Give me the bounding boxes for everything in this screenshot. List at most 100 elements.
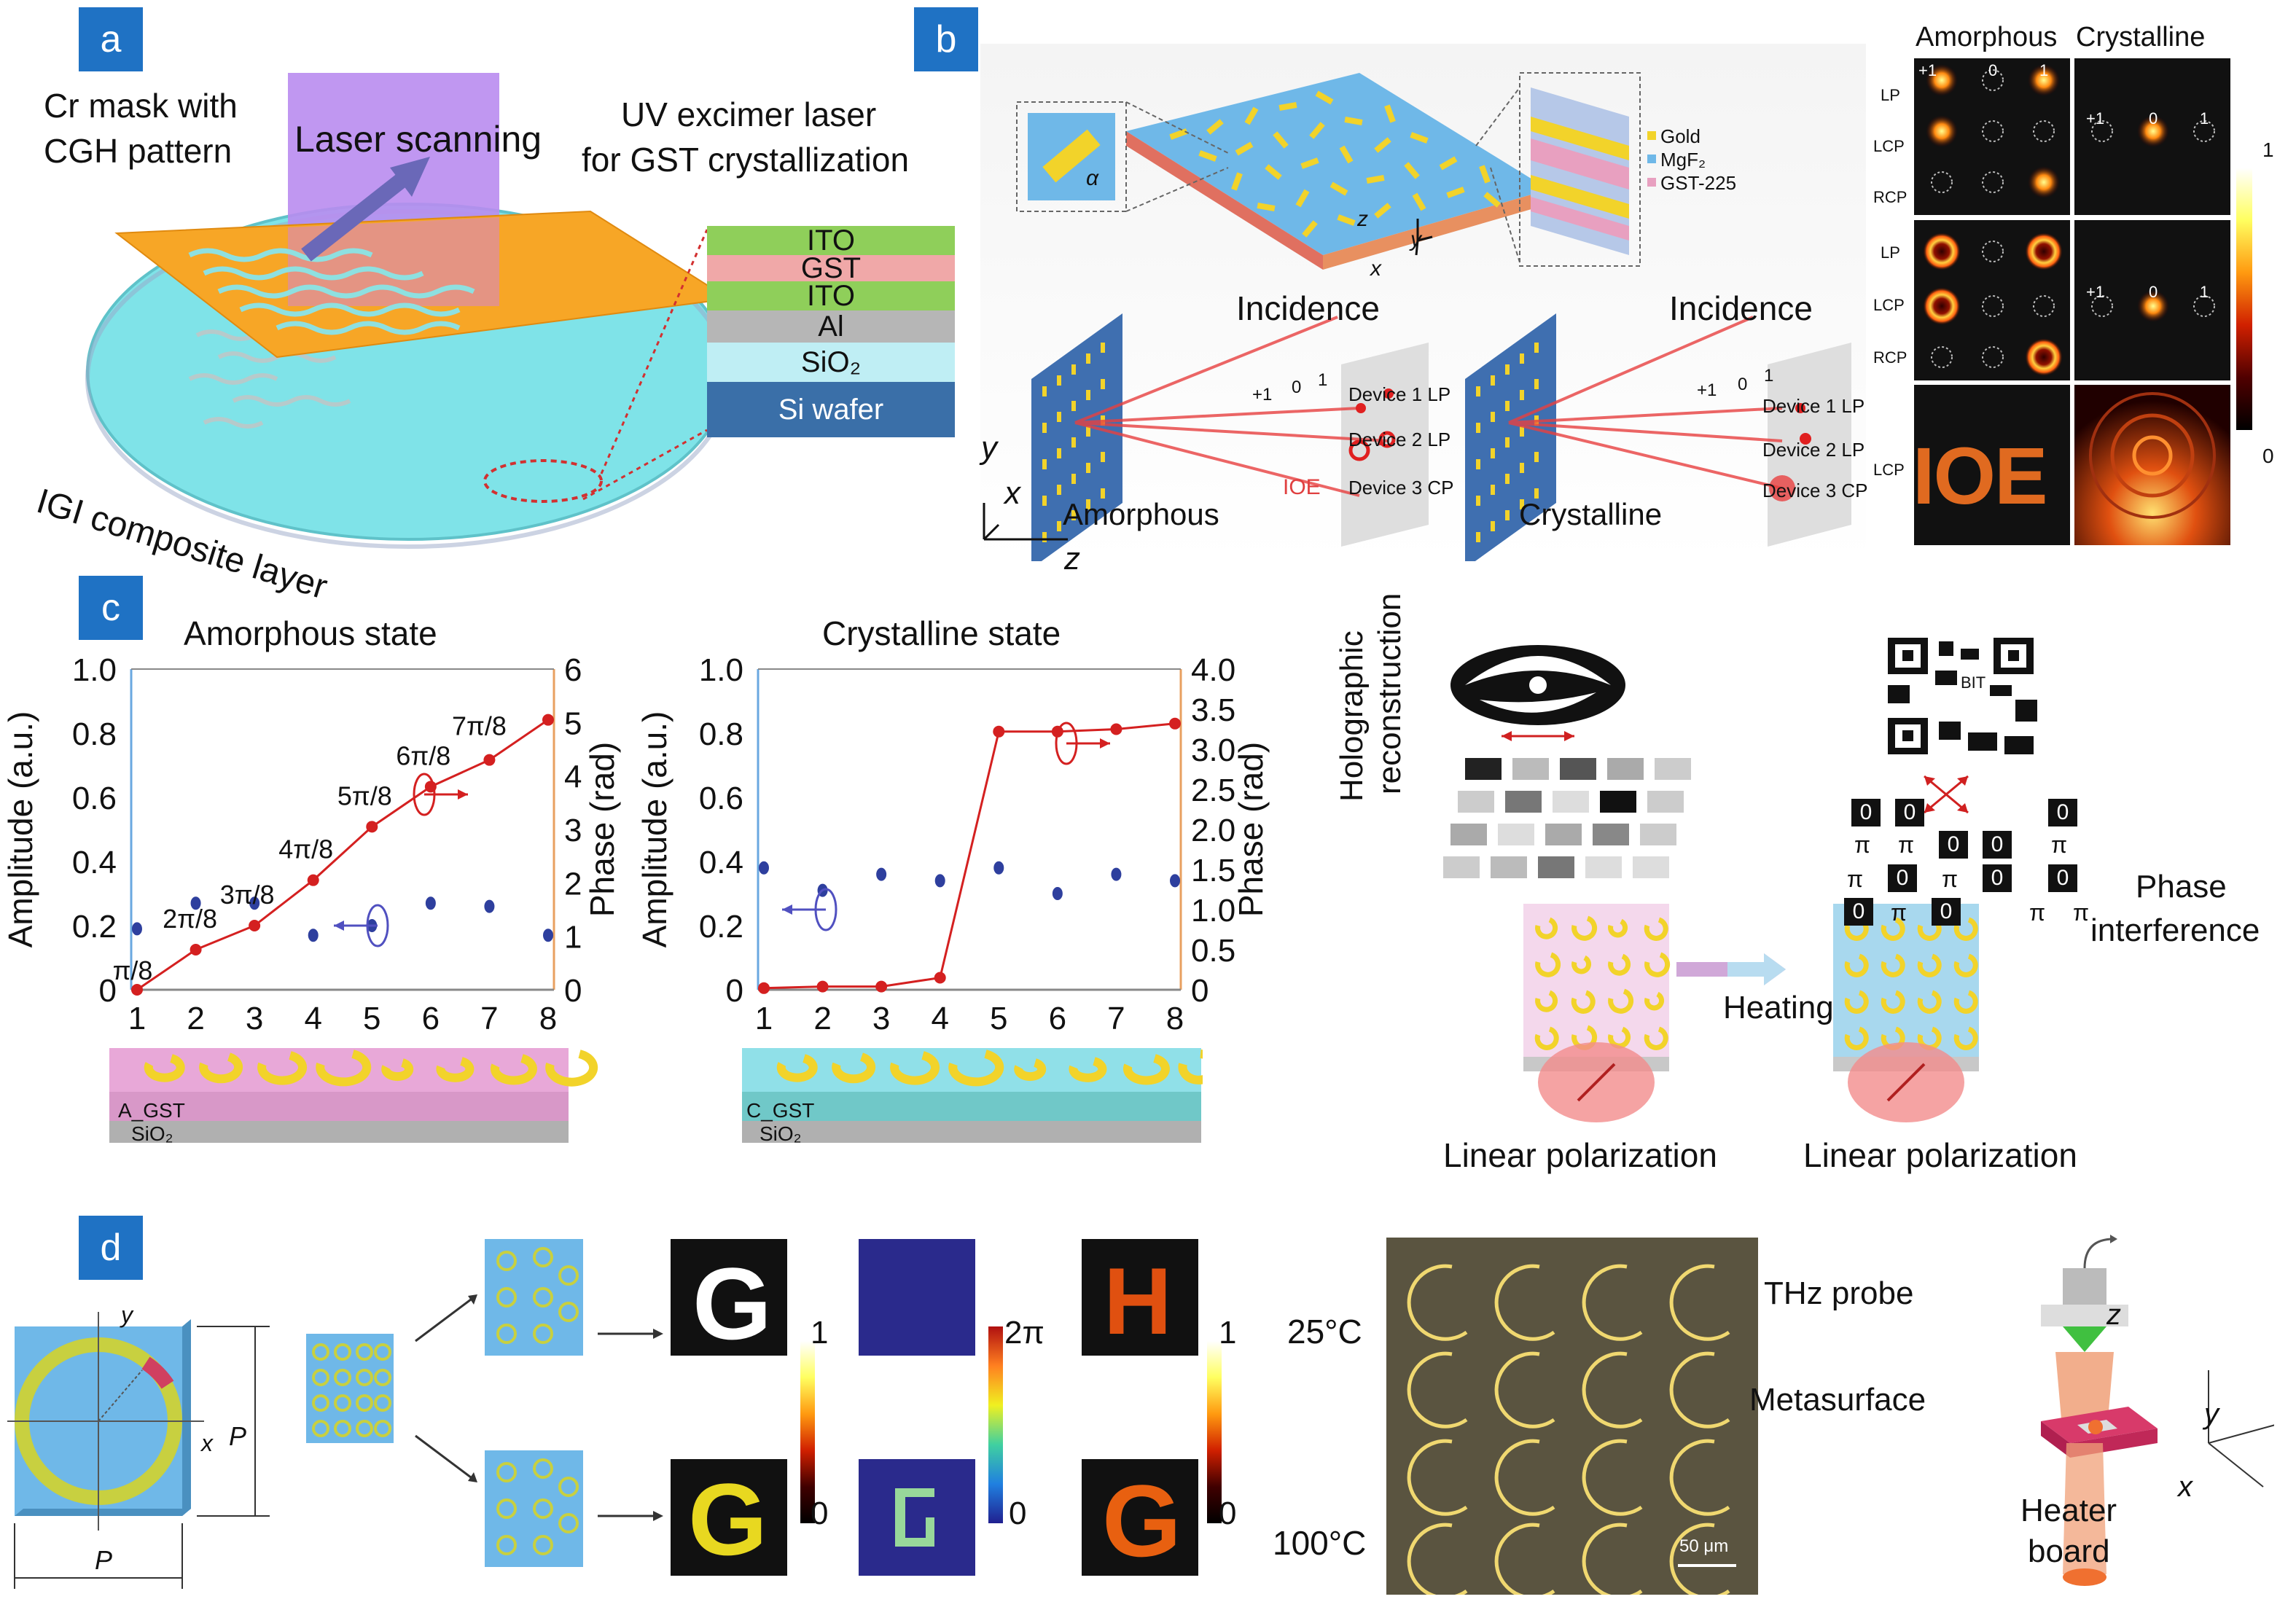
- colorbar-amp-1: [800, 1341, 815, 1523]
- letter-h: H: [1104, 1248, 1172, 1354]
- phase-annotation: 7π/8: [452, 711, 507, 741]
- substrate-a-gst: A_GST: [118, 1099, 185, 1122]
- y-right-tick-label: 0: [1191, 973, 1208, 1009]
- row-label-rcp1: RCP: [1873, 188, 1908, 206]
- phase-cell: π: [2029, 899, 2046, 926]
- hologram-h: [1082, 1239, 1198, 1356]
- panel-a-label: a: [79, 7, 143, 71]
- thz-setup: [2041, 1235, 2274, 1586]
- colorbar-phase: [988, 1326, 1003, 1523]
- device3-right: Device 3 CP: [1762, 480, 1868, 501]
- panel-c-right-illustration: [1443, 634, 2041, 1122]
- layer-gst: GST: [707, 252, 955, 284]
- phase-cell: π: [1854, 832, 1871, 858]
- incidence-right: Incidence: [1669, 289, 1813, 327]
- axis-y-d: y: [121, 1302, 133, 1328]
- phase-cell: π: [1942, 866, 1959, 892]
- colorbar-amp-2: [1207, 1341, 1222, 1523]
- series-indicator-arrowhead: [782, 904, 792, 915]
- row-label-rcp2: RCP: [1873, 348, 1908, 367]
- x-tick-label: 4: [304, 1001, 321, 1036]
- order-0-right: 0: [1738, 375, 1748, 394]
- amplitude-point: [249, 896, 260, 910]
- series-indicator-arrowhead: [1100, 738, 1110, 749]
- substrate-rings: [144, 1050, 1203, 1087]
- phase-point: [816, 980, 829, 993]
- substrate-c-gst: C_GST: [746, 1099, 815, 1122]
- colorbar-amp-2-top: 1: [1219, 1315, 1237, 1351]
- panel-b-label: b: [914, 7, 978, 71]
- crystalline-label-b: Crystalline: [1519, 497, 1663, 531]
- incidence-left: Incidence: [1236, 289, 1380, 327]
- y-right-tick-label: 2.5: [1191, 773, 1235, 808]
- x-tick-label: 8: [1166, 1001, 1184, 1036]
- hologram-g-yellow: [671, 1459, 787, 1576]
- panel-b-illustration: [983, 72, 1851, 561]
- phase-interference-line1: Phase: [2136, 869, 2227, 904]
- phase-cell: 0: [1895, 799, 1924, 826]
- panel-a-illustration: [85, 73, 731, 549]
- order-cryst2-0: 0: [2149, 283, 2158, 301]
- laser-scanning-label: Laser scanning: [294, 119, 542, 160]
- chart2-title: Crystalline state: [822, 614, 1061, 652]
- y-right-axis-label: Phase (rad): [1232, 742, 1270, 917]
- ioe-big: IOE: [1913, 431, 2047, 521]
- phase-cell: 0: [1939, 831, 1968, 859]
- phase-line: [136, 719, 549, 991]
- y-right-tick-label: 0.5: [1191, 933, 1235, 969]
- letter-g-white: G: [692, 1246, 772, 1361]
- y-right-tick-label: 2.0: [1191, 813, 1235, 848]
- x-tick-label: 3: [872, 1001, 890, 1036]
- order-cryst-plus1: +1: [2086, 109, 2105, 128]
- temp-100: 100°C: [1273, 1524, 1367, 1562]
- qr-center-text: BIT: [1961, 673, 1986, 692]
- series-indicator-arrowhead: [334, 921, 344, 931]
- header-crystalline: Crystalline: [2076, 22, 2206, 52]
- amorphous-label-b: Amorphous: [1063, 497, 1219, 531]
- hologram-g-orange: [1082, 1459, 1198, 1576]
- letter-g-orange: G: [1102, 1463, 1182, 1578]
- device2-right: Device 2 LP: [1762, 439, 1865, 461]
- device3-left: Device 3 CP: [1348, 477, 1454, 499]
- y-right-axis-label: Phase (rad): [583, 742, 621, 917]
- phase-point: [131, 984, 143, 996]
- phase-point: [366, 821, 378, 833]
- order-1-right: 1: [1764, 366, 1774, 386]
- colorbar-amp-1-bottom: 0: [811, 1496, 829, 1531]
- phase-cell: π: [1847, 866, 1864, 892]
- micrograph-rings: [1407, 1264, 1736, 1595]
- phase-cell: 0: [1844, 898, 1873, 926]
- phase-grid: 0 0 0 π π 0 0 π π 0 π 0 0 0 π 0 π π: [1844, 799, 2089, 930]
- axis3d-x: x: [2178, 1471, 2192, 1503]
- panel-d-label: d: [79, 1216, 143, 1280]
- order-top-plus1: +1: [1918, 61, 1937, 79]
- phase-point: [249, 920, 261, 931]
- scalebar-label: 50 μm: [1679, 1536, 1729, 1556]
- row-label-lcp2: LCP: [1873, 296, 1905, 314]
- colorbar-phase-top: 2π: [1004, 1315, 1044, 1351]
- phase-cell: π: [1891, 899, 1908, 926]
- device1-left: Device 1 LP: [1348, 383, 1451, 405]
- y-right-tick-label: 1: [564, 920, 582, 955]
- angle-alpha: α: [1086, 166, 1099, 190]
- order-plus1-left: +1: [1252, 385, 1273, 404]
- row-label-lp1: LP: [1881, 86, 1900, 104]
- y-tick-label: 0.2: [699, 909, 743, 945]
- amplitude-point: [190, 896, 201, 910]
- phase-cell: π: [2051, 832, 2068, 858]
- phase-cell: 0: [2048, 799, 2077, 826]
- y-tick-label: 1.0: [72, 652, 117, 688]
- amplitude-point: [934, 874, 945, 888]
- x-tick-label: 5: [990, 1001, 1007, 1036]
- y-tick-label: 0.4: [699, 845, 743, 880]
- y-right-tick-label: 1.0: [1191, 893, 1235, 929]
- layer-stack: ITO GST ITO Al SiO₂ Si wafer: [707, 224, 955, 437]
- axis-small-x: x: [1370, 257, 1381, 281]
- series-indicator-arrowhead: [458, 789, 468, 800]
- amplitude-point: [484, 899, 495, 913]
- y-right-tick-label: 4.0: [1191, 652, 1235, 688]
- phase-point: [875, 980, 888, 993]
- phase-annotation: 5π/8: [337, 781, 392, 810]
- phase-cell: 0: [1983, 864, 2012, 892]
- phase-map-g: [859, 1459, 975, 1576]
